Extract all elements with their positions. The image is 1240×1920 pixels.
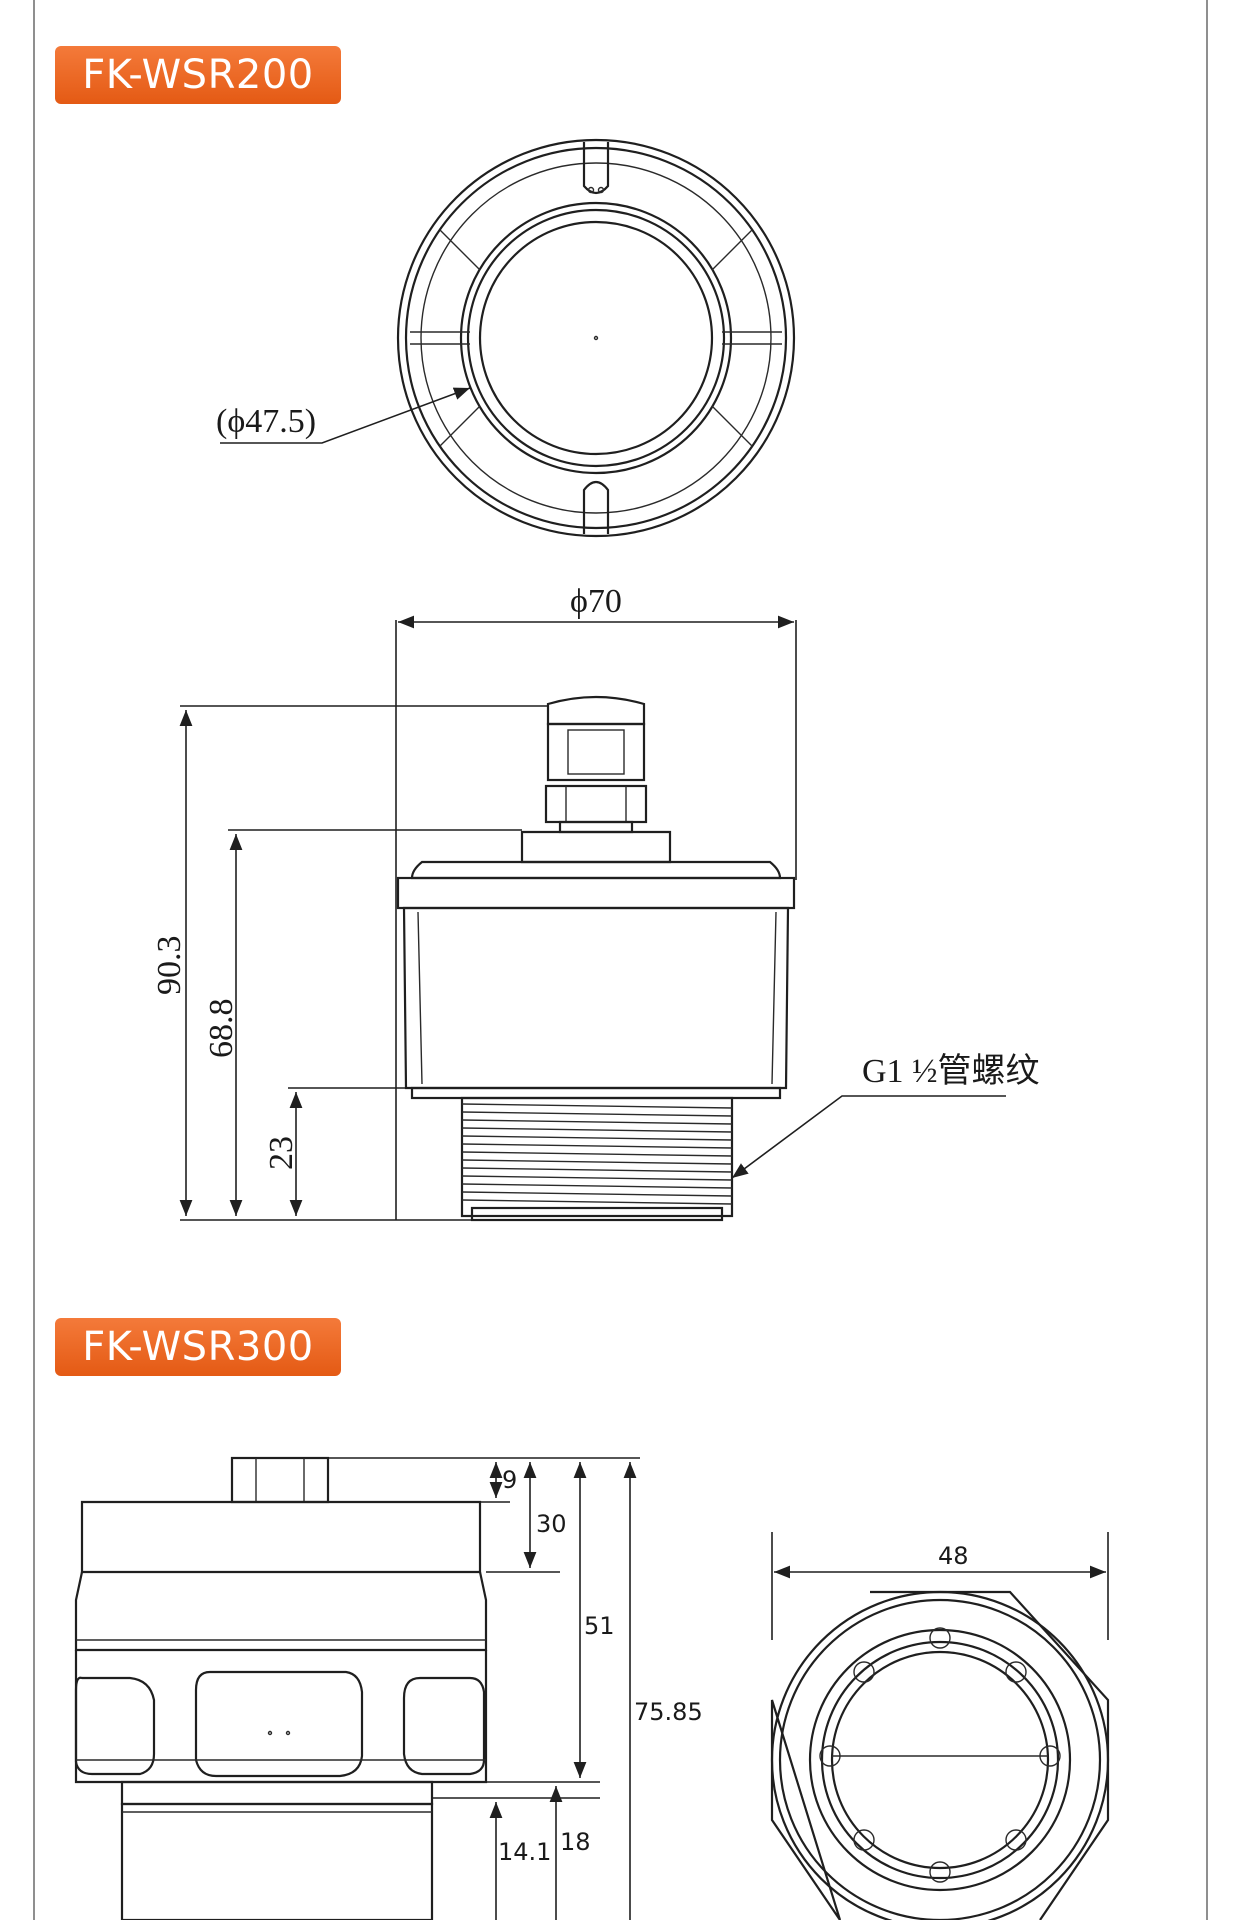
- wsr200-top-view: (ϕ47.5): [216, 138, 796, 538]
- wsr200-side-view: ϕ70 G1 ½管螺纹: [151, 583, 1040, 1222]
- wsr200-height-thread-label: 23: [263, 1136, 300, 1170]
- wsr200-outer-diameter-label: ϕ70: [570, 583, 622, 620]
- wsr200-inner-diameter-label: (ϕ47.5): [216, 403, 316, 440]
- left-frame-line: [33, 0, 35, 1920]
- section-title-wsr200: FK-WSR200: [55, 46, 341, 104]
- right-frame-line: [1206, 0, 1208, 1920]
- wsr300-dim-9-label: 9: [502, 1466, 517, 1494]
- wsr200-thread-spec-label: G1 ½管螺纹: [862, 1052, 1040, 1090]
- wsr300-dim-75-label: 75.85: [634, 1698, 703, 1726]
- wsr300-dim-18-label: 18: [560, 1828, 591, 1856]
- wsr200-height-total-label: 90.3: [151, 936, 188, 996]
- wsr300-dim-30-label: 30: [536, 1510, 567, 1538]
- wsr300-dim-51-label: 51: [584, 1612, 615, 1640]
- wsr300-width-label: 48: [938, 1542, 969, 1570]
- wsr300-top-view: 48: [770, 1532, 1110, 1920]
- wsr200-height-body-label: 68.8: [203, 999, 240, 1059]
- wsr300-dim-14-label: 14.1: [498, 1838, 551, 1866]
- section-title-wsr300: FK-WSR300: [55, 1318, 341, 1376]
- wsr300-side-view: 9 30 51 75.85 14.1 18: [74, 1456, 703, 1920]
